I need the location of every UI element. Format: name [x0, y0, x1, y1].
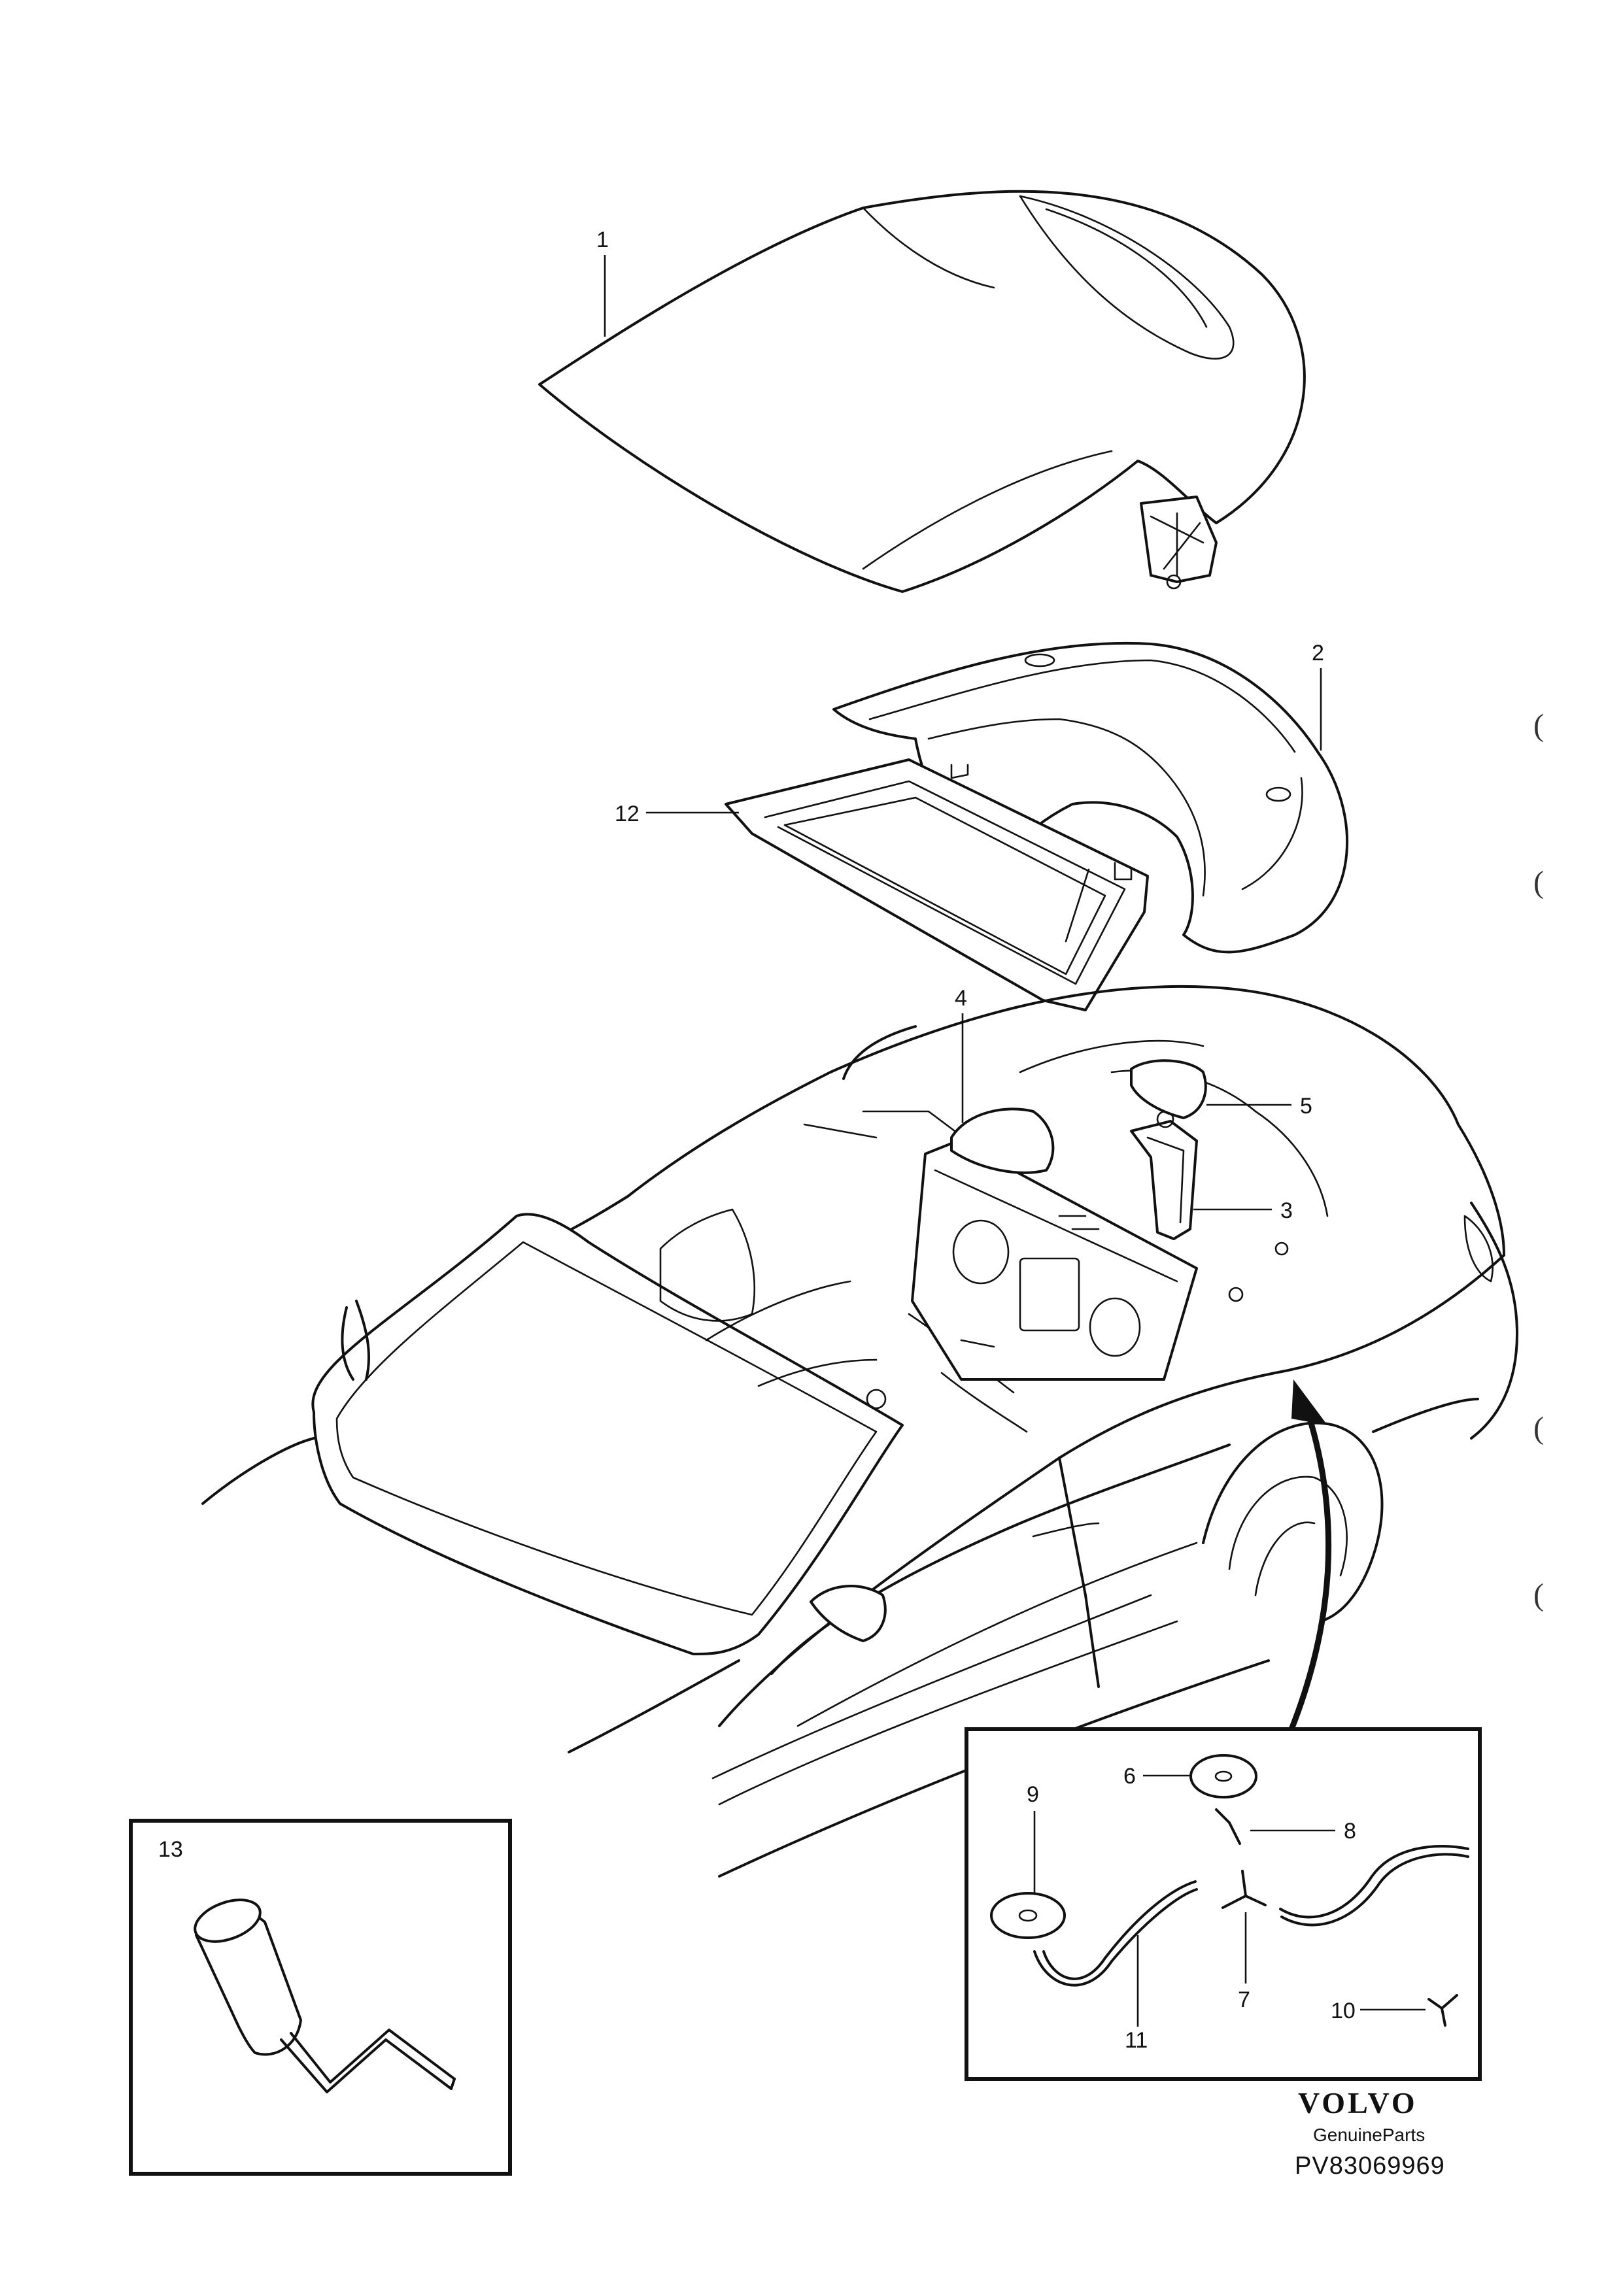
- callout-5: 5: [1300, 1094, 1312, 1119]
- part-12-wind-deflector: [725, 758, 1149, 1011]
- pointer-arrow: [1288, 1379, 1332, 1732]
- margin-mark: (: [1533, 1578, 1544, 1612]
- part-1-top-cover: [538, 190, 1306, 593]
- callout-13: 13: [158, 1837, 183, 1862]
- callout-11: 11: [1125, 2028, 1148, 2053]
- callout-4: 4: [955, 986, 967, 1011]
- margin-mark: (: [1533, 865, 1544, 900]
- callout-2: 2: [1312, 641, 1324, 666]
- brand-subtitle: GenuineParts: [1313, 2125, 1425, 2145]
- callout-6: 6: [1123, 1764, 1136, 1789]
- detail-box-crank: 13: [129, 1819, 512, 2176]
- callout-9: 9: [1027, 1782, 1039, 1807]
- footer-branding: VOLVO GenuineParts PV83069969: [1295, 2086, 1445, 2180]
- reference-number: PV83069969: [1295, 2152, 1445, 2180]
- car-body-outline: [201, 985, 1518, 1878]
- margin-mark: (: [1533, 1411, 1544, 1445]
- detail-box-drain-hoses: 6 8 9 11 7 10: [965, 1727, 1482, 2081]
- margin-marks: ( ( ( (: [1533, 708, 1544, 1612]
- callout-10: 10: [1331, 1999, 1356, 2023]
- margin-mark: (: [1533, 708, 1544, 743]
- callout-1: 1: [596, 228, 609, 252]
- callout-8: 8: [1344, 1819, 1356, 1844]
- callout-7: 7: [1238, 1987, 1250, 2012]
- callout-3: 3: [1280, 1198, 1293, 1223]
- brand-logo: VOLVO: [1298, 2086, 1418, 2119]
- callout-12: 12: [615, 802, 640, 826]
